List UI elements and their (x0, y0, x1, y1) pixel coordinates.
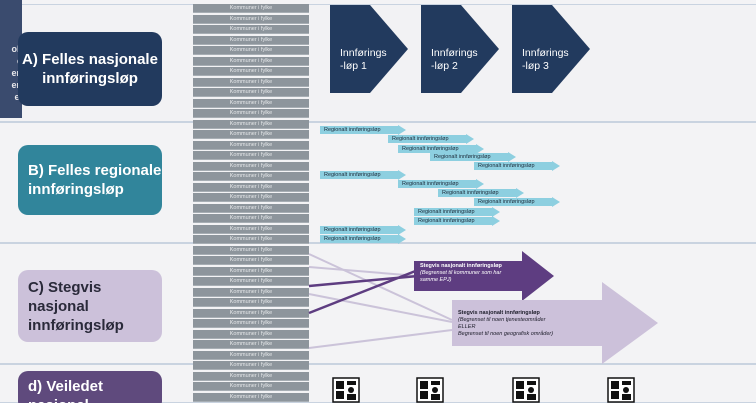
kommune-cell: Kommuner i fylke (193, 46, 309, 56)
row-label-d: d) Veiledet nasjonal innføringsløp (18, 371, 162, 403)
kommune-cell: Kommuner i fylke (193, 298, 309, 308)
regional-arrow-label: Regionalt innføringsløp (418, 209, 475, 215)
regional-arrow: Regionalt innføringsløp (398, 179, 484, 189)
kommune-cell: Kommuner i fylke (193, 109, 309, 119)
regional-arrow: Regionalt innføringsløp (388, 134, 474, 144)
kommune-cell: Kommuner i fylke (193, 98, 309, 108)
stegvis-arrow-1: Stegvis nasjonalt innføringsløp (Begrens… (414, 251, 554, 301)
regional-arrow-label: Regionalt innføringsløp (402, 181, 459, 187)
chevron-3: Innførings -løp 3 (512, 5, 590, 93)
kommune-cell: Kommuner i fylke (193, 161, 309, 171)
row-label-b: B) Felles regionale innføringsløp (18, 145, 162, 215)
kommune-cell: Kommuner i fylke (193, 193, 309, 203)
regional-arrow-label: Regionalt innføringsløp (478, 199, 535, 205)
regional-arrow-label: Regionalt innføringsløp (434, 154, 491, 160)
stegvis-2-sub2: ELLER (458, 324, 476, 330)
chevron-1-label: Innførings -løp 1 (340, 47, 387, 72)
chevron-1: Innførings -løp 1 (330, 5, 408, 93)
kommune-cell: Kommuner i fylke (193, 224, 309, 234)
thumb-text-4: en (11, 80, 22, 90)
regional-arrow: Regionalt innføringsløp (320, 125, 406, 135)
regional-arrow-label: Regionalt innføringsløp (418, 218, 475, 224)
stegvis-2-sub3: Begrenset til noen geografisk områder) (458, 331, 554, 337)
regional-arrow: Regionalt innføringsløp (320, 225, 406, 235)
kommune-cell: Kommuner i fylke (193, 140, 309, 150)
kommune-cell: Kommuner i fylke (193, 235, 309, 245)
stegvis-2-title: Stegvis nasjonalt innføringsløp (458, 310, 540, 316)
thumb-text-1: ok (11, 44, 22, 54)
kommune-cell: Kommuner i fylke (193, 308, 309, 318)
chevron-3-label: Innførings -løp 3 (522, 47, 569, 72)
meeting-icon (332, 377, 362, 403)
stegvis-arrow-2: Stegvis nasjonalt innføringsløp (Begrens… (452, 282, 658, 364)
regional-arrow-label: Regionalt innføringsløp (324, 127, 381, 133)
regional-arrow-label: Regionalt innføringsløp (478, 163, 535, 169)
regional-arrow: Regionalt innføringsløp (398, 144, 484, 154)
kommune-cell: Kommuner i fylke (193, 287, 309, 297)
regional-arrow: Regionalt innføringsløp (414, 207, 500, 217)
meeting-icon (607, 377, 637, 403)
stegvis-1-sub1: (Begrenset til kommuner som har (420, 270, 502, 276)
kommune-cell: Kommuner i fylke (193, 119, 309, 129)
kommune-cell: Kommuner i fylke (193, 77, 309, 87)
kommune-cell: Kommuner i fylke (193, 319, 309, 329)
kommune-cell: Kommuner i fylke (193, 35, 309, 45)
regional-arrow-label: Regionalt innføringsløp (442, 190, 499, 196)
regional-arrow-label: Regionalt innføringsløp (324, 236, 381, 242)
kommune-cell: Kommuner i fylke (193, 203, 309, 213)
regional-arrow-label: Regionalt innføringsløp (324, 172, 381, 178)
kommune-cell: Kommuner i fylke (193, 14, 309, 24)
regional-arrow: Regionalt innføringsløp (438, 188, 524, 198)
row-label-c: C) Stegvis nasjonal innføringsløp (18, 270, 162, 342)
kommune-cell: Kommuner i fylke (193, 266, 309, 276)
kommune-cell: Kommuner i fylke (193, 214, 309, 224)
kommune-cell: Kommuner i fylke (193, 382, 309, 392)
kommune-cell: Kommuner i fylke (193, 256, 309, 266)
kommune-cell: Kommuner i fylke (193, 25, 309, 35)
regional-arrow: Regionalt innføringsløp (474, 197, 560, 207)
kommune-cell: Kommuner i fylke (193, 56, 309, 66)
regional-arrow-label: Regionalt innføringsløp (402, 146, 459, 152)
kommune-cell: Kommuner i fylke (193, 361, 309, 371)
regional-arrow: Regionalt innføringsløp (430, 152, 516, 162)
kommune-cell: Kommuner i fylke (193, 392, 309, 402)
thumb-text-3: en (11, 68, 22, 78)
kommune-cell: Kommuner i fylke (193, 130, 309, 140)
meeting-icon (416, 377, 446, 403)
kommune-cell: Kommuner i fylke (193, 4, 309, 14)
regional-arrow: Regionalt innføringsløp (414, 216, 500, 226)
kommune-cell: Kommuner i fylke (193, 277, 309, 287)
kommune-cell: Kommuner i fylke (193, 350, 309, 360)
regional-arrow: Regionalt innføringsløp (320, 234, 406, 244)
kommune-cell: Kommuner i fylke (193, 67, 309, 77)
chevron-2: Innførings -løp 2 (421, 5, 499, 93)
stegvis-1-sub2: samme EPJ) (420, 277, 452, 283)
kommune-cell: Kommuner i fylke (193, 88, 309, 98)
kommune-cell: Kommuner i fylke (193, 340, 309, 350)
kommune-cell: Kommuner i fylke (193, 245, 309, 255)
regional-arrow: Regionalt innføringsløp (474, 161, 560, 171)
stegvis-2-sub1: (Begrenset til noen tjenesteområder (458, 317, 546, 323)
regional-arrow: Regionalt innføringsløp (320, 170, 406, 180)
kommune-cell: Kommuner i fylke (193, 151, 309, 161)
kommune-cell: Kommuner i fylke (193, 172, 309, 182)
row-label-a: A) Felles nasjonale innføringsløp (18, 32, 162, 106)
chevron-2-label: Innførings -løp 2 (431, 47, 478, 72)
stegvis-1-title: Stegvis nasjonalt innføringsløp (420, 263, 502, 269)
kommune-cell: Kommuner i fylke (193, 182, 309, 192)
regional-arrow-label: Regionalt innføringsløp (392, 136, 449, 142)
regional-arrow-label: Regionalt innføringsløp (324, 227, 381, 233)
kommune-cell: Kommuner i fylke (193, 329, 309, 339)
meeting-icon (512, 377, 542, 403)
kommune-cell: Kommuner i fylke (193, 371, 309, 381)
